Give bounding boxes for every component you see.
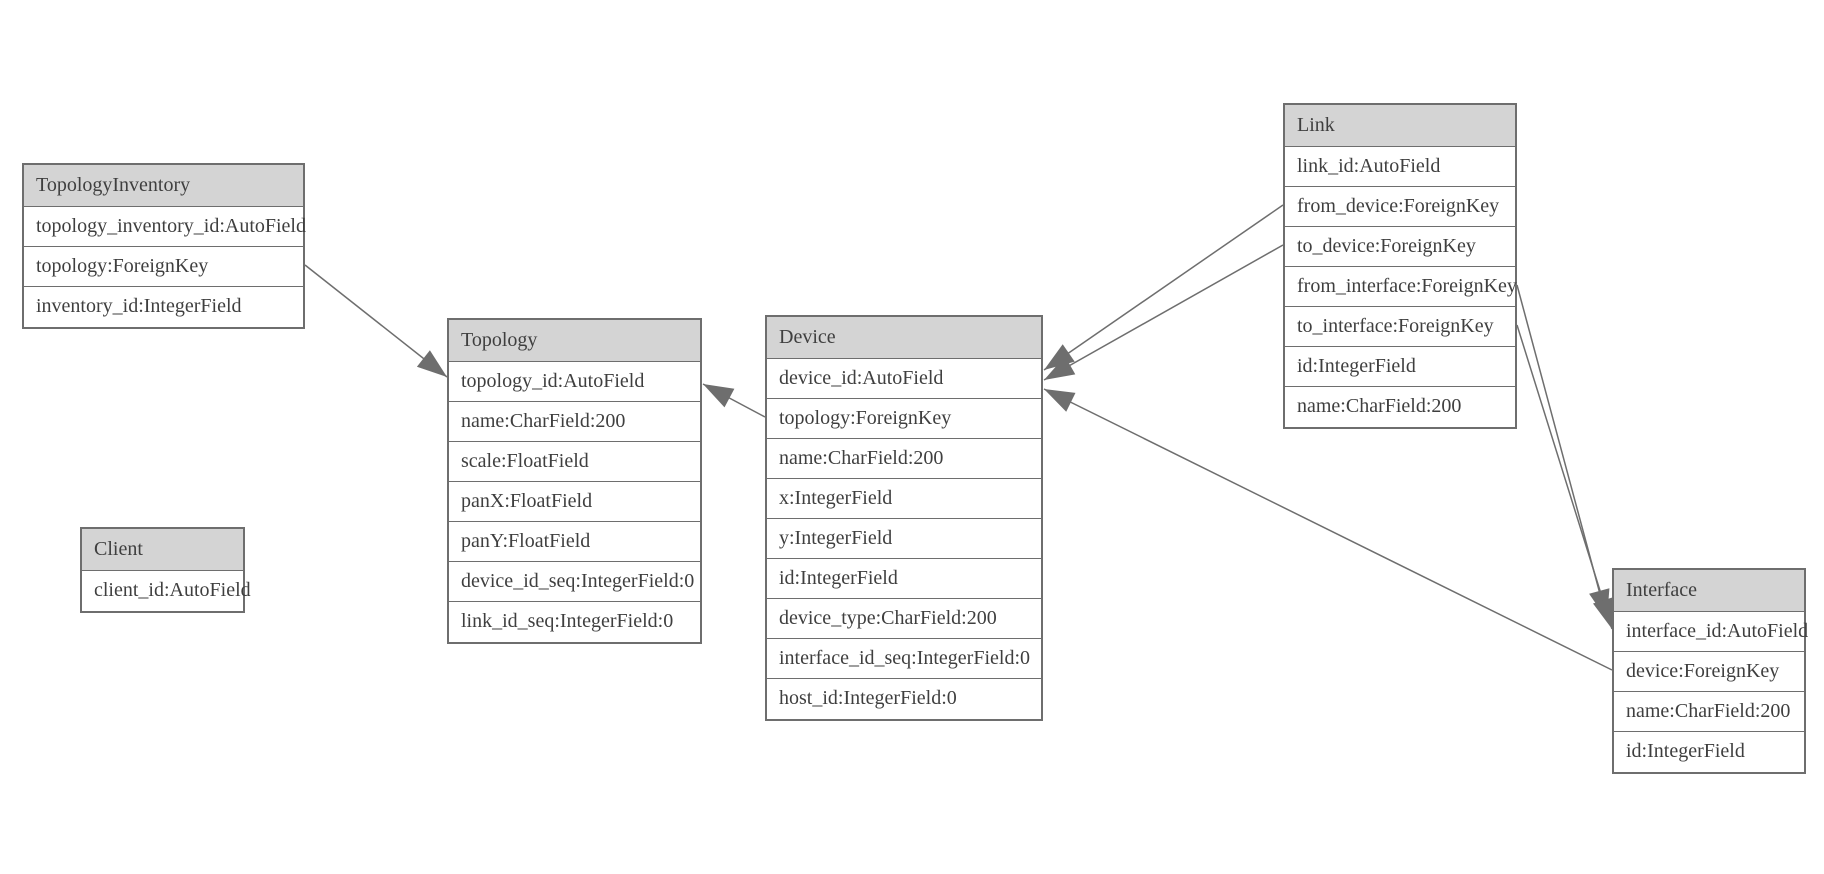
relation-line-link-from_device-to-device bbox=[1043, 204, 1284, 371]
entity-device-field-row: y:IntegerField bbox=[767, 519, 1041, 559]
entity-client-field-row: client_id:AutoField bbox=[82, 571, 251, 611]
entity-topology-title: Topology bbox=[449, 320, 700, 362]
relation-arrowhead-link-to_device-to-device bbox=[1044, 356, 1076, 380]
entity-interface-field-row: name:CharField:200 bbox=[1614, 692, 1804, 732]
entity-link-field-row: to_device:ForeignKey bbox=[1285, 227, 1515, 267]
entity-topology-field-row: device_id_seq:IntegerField:0 bbox=[449, 562, 700, 602]
relation-line-link-to_interface-to-interface bbox=[1516, 324, 1613, 630]
entity-device-field-row: id:IntegerField bbox=[767, 559, 1041, 599]
relation-arrowhead-topologyinventory-topology-to-topology bbox=[416, 350, 447, 377]
entity-link-field-row: id:IntegerField bbox=[1285, 347, 1515, 387]
relation-line-interface-device-to-device bbox=[1043, 388, 1613, 671]
entity-device-field-row: x:IntegerField bbox=[767, 479, 1041, 519]
entity-topology-field-row: link_id_seq:IntegerField:0 bbox=[449, 602, 700, 642]
entity-device-field-row: name:CharField:200 bbox=[767, 439, 1041, 479]
entity-topology-field-row: name:CharField:200 bbox=[449, 402, 700, 442]
entity-interface-field-row: interface_id:AutoField bbox=[1614, 612, 1808, 652]
relation-line-topologyinventory-topology-to-topology bbox=[304, 264, 448, 378]
entity-interface-field-row: device:ForeignKey bbox=[1614, 652, 1804, 692]
entity-link-title: Link bbox=[1285, 105, 1515, 147]
entity-link-field-row: link_id:AutoField bbox=[1285, 147, 1515, 187]
entity-device-field-row: device_type:CharField:200 bbox=[767, 599, 1041, 639]
entity-device-field-row: device_id:AutoField bbox=[767, 359, 1041, 399]
entity-topology-field-row: panY:FloatField bbox=[449, 522, 700, 562]
entity-link-field-row: name:CharField:200 bbox=[1285, 387, 1515, 427]
entity-topology-field-row: panX:FloatField bbox=[449, 482, 700, 522]
entity-topology-inventory-title: TopologyInventory bbox=[24, 165, 303, 207]
entity-client-title: Client bbox=[82, 529, 243, 571]
entity-topology-inventory-field-row: topology:ForeignKey bbox=[24, 247, 303, 287]
entity-device-title: Device bbox=[767, 317, 1041, 359]
entity-topology-field-row: topology_id:AutoField bbox=[449, 362, 700, 402]
entity-link-field-row: from_interface:ForeignKey bbox=[1285, 267, 1517, 307]
entity-topology-inventory-field-row: inventory_id:IntegerField bbox=[24, 287, 303, 327]
entity-interface-field-row: id:IntegerField bbox=[1614, 732, 1804, 772]
relation-line-link-to_device-to-device bbox=[1043, 244, 1284, 381]
relation-arrowhead-link-to_interface-to-interface bbox=[1593, 597, 1614, 629]
relation-arrowhead-device-topology-to-topology bbox=[703, 384, 735, 408]
entity-link-field-row: from_device:ForeignKey bbox=[1285, 187, 1515, 227]
entity-device-field-row: host_id:IntegerField:0 bbox=[767, 679, 1041, 719]
entity-topology-field-row: scale:FloatField bbox=[449, 442, 700, 482]
entity-device-field-row: topology:ForeignKey bbox=[767, 399, 1041, 439]
relation-arrowhead-interface-device-to-device bbox=[1044, 389, 1076, 412]
entity-interface-title: Interface bbox=[1614, 570, 1804, 612]
entity-topology-inventory-field-row: topology_inventory_id:AutoField bbox=[24, 207, 306, 247]
entity-device-field-row: interface_id_seq:IntegerField:0 bbox=[767, 639, 1041, 679]
entity-link-field-row: to_interface:ForeignKey bbox=[1285, 307, 1515, 347]
